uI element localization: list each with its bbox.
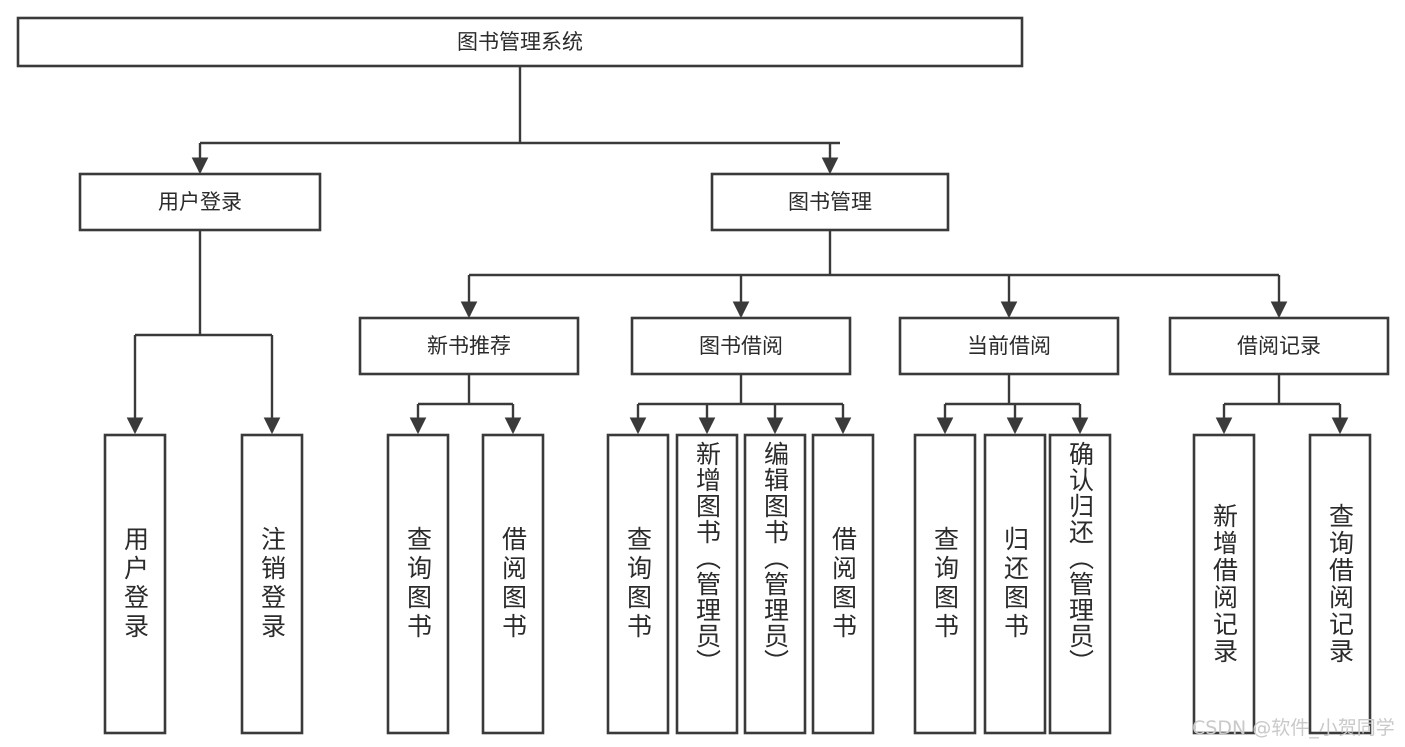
leaf-user-login-box[interactable]	[103, 433, 167, 735]
leaf-query-book-3[interactable]: 查询图书	[915, 435, 975, 733]
leaf-return-book[interactable]: 归还图书	[985, 435, 1045, 733]
node-new-book-recommend-box[interactable]	[358, 316, 580, 376]
leaf-query-book-2[interactable]: 查询图书	[608, 435, 668, 733]
leaf-logout-label: 注销登录	[257, 526, 287, 642]
leaf-return-book-box[interactable]	[983, 433, 1047, 735]
node-new-book-recommend-label: 新书推荐	[427, 334, 511, 358]
node-new-book-recommend[interactable]: 新书推荐	[358, 316, 580, 376]
node-book-manage[interactable]: 图书管理	[710, 172, 950, 232]
leaf-add-record-label: 新增借阅记录	[1209, 503, 1239, 665]
leaf-query-book-2-box[interactable]	[606, 433, 670, 735]
node-borrow-record-box[interactable]	[1168, 316, 1390, 376]
leaf-add-record[interactable]: 新增借阅记录	[1194, 435, 1254, 733]
leaf-add-book-label: 新增图书（管理员）	[692, 441, 722, 675]
node-root-label: 图书管理系统	[457, 30, 583, 54]
leaf-confirm-return[interactable]: 确认归还（管理员）	[1050, 435, 1110, 733]
node-borrow-record-label: 借阅记录	[1237, 334, 1321, 358]
leaf-return-book-label: 归还图书	[1000, 526, 1030, 642]
leaf-query-book-1-label: 查询图书	[403, 526, 433, 642]
node-root-box[interactable]	[16, 16, 1024, 68]
leaf-edit-book[interactable]: 编辑图书（管理员）	[745, 435, 805, 733]
node-book-borrow-box[interactable]	[630, 316, 852, 376]
leaf-add-book[interactable]: 新增图书（管理员）	[677, 435, 737, 733]
leaf-logout[interactable]: 注销登录	[242, 435, 302, 733]
leaf-query-record[interactable]: 查询借阅记录	[1310, 435, 1370, 733]
leaf-borrow-book-2[interactable]: 借阅图书	[813, 435, 873, 733]
node-current-borrow[interactable]: 当前借阅	[898, 316, 1120, 376]
leaf-borrow-book-1-label: 借阅图书	[498, 526, 528, 642]
leaf-borrow-book-2-label: 借阅图书	[828, 526, 858, 642]
connectors-current-borrow-to-leaves	[936, 374, 1089, 435]
leaf-logout-box[interactable]	[240, 433, 304, 735]
csdn-watermark: CSDN @软件_小贺同学	[1192, 717, 1395, 739]
leaf-query-record-box[interactable]	[1308, 433, 1372, 735]
leaf-query-book-1-box[interactable]	[386, 433, 450, 735]
node-book-borrow[interactable]: 图书借阅	[630, 316, 852, 376]
node-current-borrow-label: 当前借阅	[967, 334, 1051, 358]
node-book-manage-label: 图书管理	[788, 190, 872, 214]
leaf-add-record-box[interactable]	[1192, 433, 1256, 735]
leaf-query-book-1[interactable]: 查询图书	[388, 435, 448, 733]
node-user-login-box[interactable]	[78, 172, 322, 232]
leaf-edit-book-label: 编辑图书（管理员）	[760, 441, 790, 675]
leaf-query-book-3-box[interactable]	[913, 433, 977, 735]
connectors-new-book-recommend-to-leaves	[409, 374, 522, 435]
connectors-book-manage-to-level3	[460, 230, 1288, 319]
connectors-book-borrow-to-leaves	[629, 374, 852, 435]
leaf-query-book-3-label: 查询图书	[930, 526, 960, 642]
node-borrow-record[interactable]: 借阅记录	[1168, 316, 1390, 376]
leaf-borrow-book-1-box[interactable]	[481, 433, 545, 735]
leaf-user-login[interactable]: 用户登录	[105, 435, 165, 733]
connectors-borrow-record-to-leaves	[1215, 374, 1349, 435]
node-root[interactable]: 图书管理系统	[16, 16, 1024, 68]
connectors-root-to-level2	[191, 66, 840, 175]
connectors-user-login-to-leaves	[126, 230, 281, 435]
leaf-add-book-box[interactable]	[675, 433, 739, 735]
leaf-confirm-return-box[interactable]	[1048, 433, 1112, 735]
node-current-borrow-box[interactable]	[898, 316, 1120, 376]
node-book-manage-box[interactable]	[710, 172, 950, 232]
node-book-borrow-label: 图书借阅	[699, 334, 783, 358]
node-user-login-label: 用户登录	[158, 190, 242, 214]
node-user-login[interactable]: 用户登录	[78, 172, 322, 232]
leaf-edit-book-box[interactable]	[743, 433, 807, 735]
leaf-borrow-book-1[interactable]: 借阅图书	[483, 435, 543, 733]
leaf-borrow-book-2-box[interactable]	[811, 433, 875, 735]
leaf-query-record-label: 查询借阅记录	[1325, 503, 1355, 665]
leaf-boxes	[103, 433, 1372, 735]
leaf-confirm-return-label: 确认归还（管理员）	[1065, 441, 1095, 675]
leaf-query-book-2-label: 查询图书	[623, 526, 653, 642]
leaf-user-login-label: 用户登录	[120, 526, 150, 642]
